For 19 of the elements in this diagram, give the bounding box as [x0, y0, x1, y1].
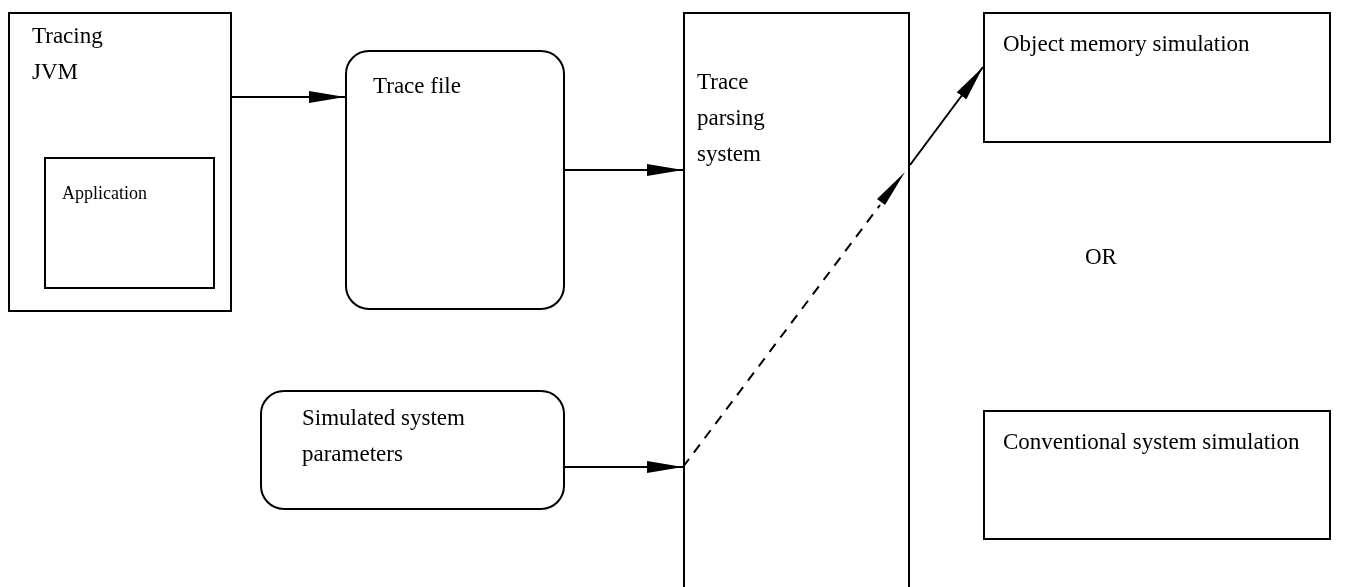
node-label: Conventional system simulation [1003, 428, 1301, 456]
process-box [683, 12, 910, 587]
arrow [231, 91, 346, 103]
process-box [345, 50, 565, 310]
process-box [44, 157, 215, 289]
node-label: Tracing JVM [32, 22, 104, 86]
process-box [983, 12, 1331, 143]
process-box [260, 390, 565, 510]
node-label: Trace parsing system [697, 68, 766, 168]
arrow [564, 164, 684, 176]
node-label: Simulated system parameters [302, 404, 466, 468]
node-label: Application [62, 182, 148, 205]
node-label: Object memory simulation [1003, 30, 1251, 58]
arrow [909, 66, 984, 166]
arrow [564, 461, 684, 473]
note-text: OR [1085, 243, 1117, 271]
process-box [8, 12, 232, 312]
node-label: Trace file [373, 72, 462, 100]
process-box [983, 410, 1331, 540]
